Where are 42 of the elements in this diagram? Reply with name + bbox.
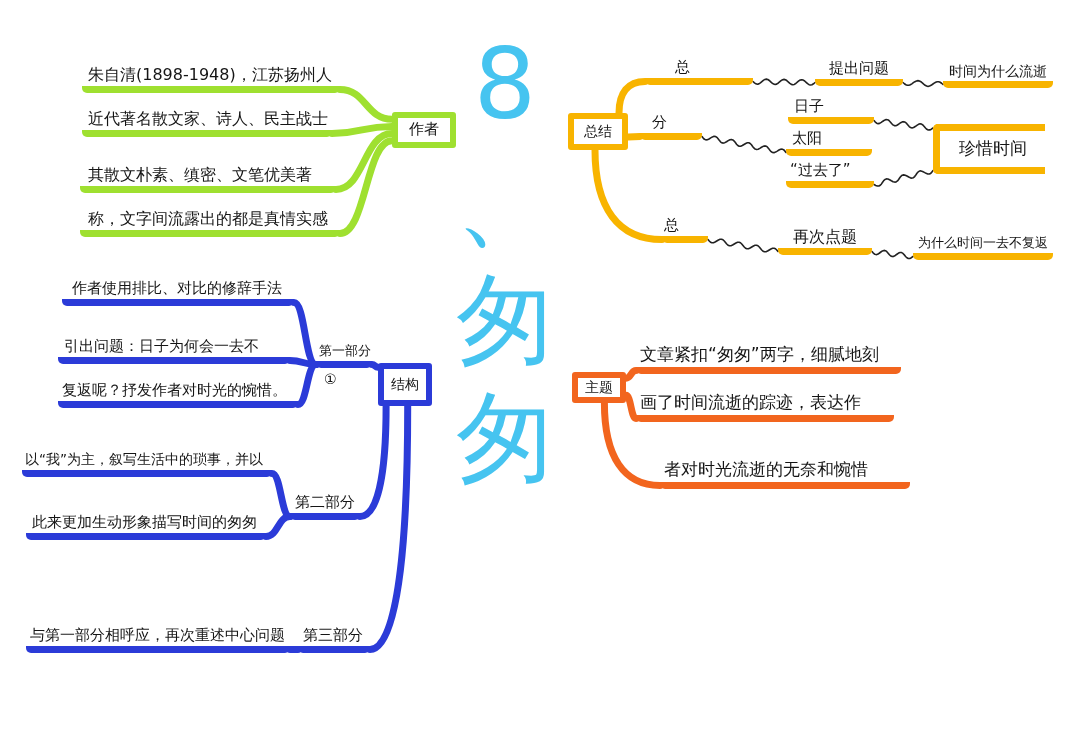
underlined-text: 者对时光流逝的无奈和惋惜 xyxy=(660,455,910,489)
wavy-line xyxy=(871,249,914,260)
underlined-text: 提出问题 xyxy=(815,57,903,86)
title: 8、匆匆 xyxy=(455,26,555,496)
wavy-line xyxy=(873,169,934,187)
underlined-text: 第三部分 xyxy=(298,620,370,653)
topic-box: 作者 xyxy=(392,112,456,148)
underlined-text: 分 xyxy=(640,109,702,140)
underlined-text: 为什么时间一去不复返 xyxy=(913,231,1053,260)
branch-line xyxy=(286,646,302,653)
wavy-line xyxy=(902,79,944,88)
underlined-text: 日子 xyxy=(788,94,874,124)
underlined-text: 此来更加生动形象描写时间的匆匆 xyxy=(26,510,266,540)
underlined-text: 总 xyxy=(662,209,708,243)
underlined-text: 其散文朴素、缜密、文笔优美著 xyxy=(80,161,336,193)
underlined-text: 画了时间流逝的踪迹，表达作 xyxy=(636,390,894,422)
bracket-box: 珍惜时间 xyxy=(933,124,1045,174)
underlined-text: 称，文字间流露出的都是真情实感 xyxy=(80,205,340,237)
underlined-text: 作者使用排比、对比的修辞手法 xyxy=(62,277,294,306)
underlined-text: 时间为什么流逝 xyxy=(943,59,1053,88)
topic-box: 主题 xyxy=(572,372,626,403)
branch-line xyxy=(262,513,294,540)
underlined-text: 朱自清(1898-1948)，江苏扬州人 xyxy=(82,61,340,93)
topic-box: 总结 xyxy=(568,113,628,150)
wavy-line xyxy=(701,135,787,154)
topic-box: 结构 xyxy=(378,363,432,406)
underlined-text: 与第一部分相呼应，再次重述中心问题 xyxy=(26,622,290,653)
underlined-text: 复返呢？抒发作者对时光的惋惜。 xyxy=(58,378,298,408)
underlined-text: 引出问题：日子为何会一去不 xyxy=(58,335,290,364)
circled-number: ① xyxy=(324,372,337,386)
underlined-text: “过去了” xyxy=(786,158,874,188)
underlined-text: 再次点题 xyxy=(778,222,872,255)
underlined-text: 文章紧扣“匆匆”两字，细腻地刻 xyxy=(636,342,901,374)
underlined-text: 以“我”为主，叙写生活中的琐事，并以 xyxy=(22,448,272,477)
underlined-text: 总 xyxy=(645,54,753,85)
underlined-text: 第一部分 xyxy=(316,340,372,368)
underlined-text: 第二部分 xyxy=(290,489,360,520)
underlined-text: 近代著名散文家、诗人、民主战士 xyxy=(82,106,332,137)
underlined-text: 太阳 xyxy=(786,126,872,156)
wavy-line xyxy=(752,78,816,86)
wavy-line xyxy=(873,118,934,131)
wavy-line xyxy=(707,238,779,253)
